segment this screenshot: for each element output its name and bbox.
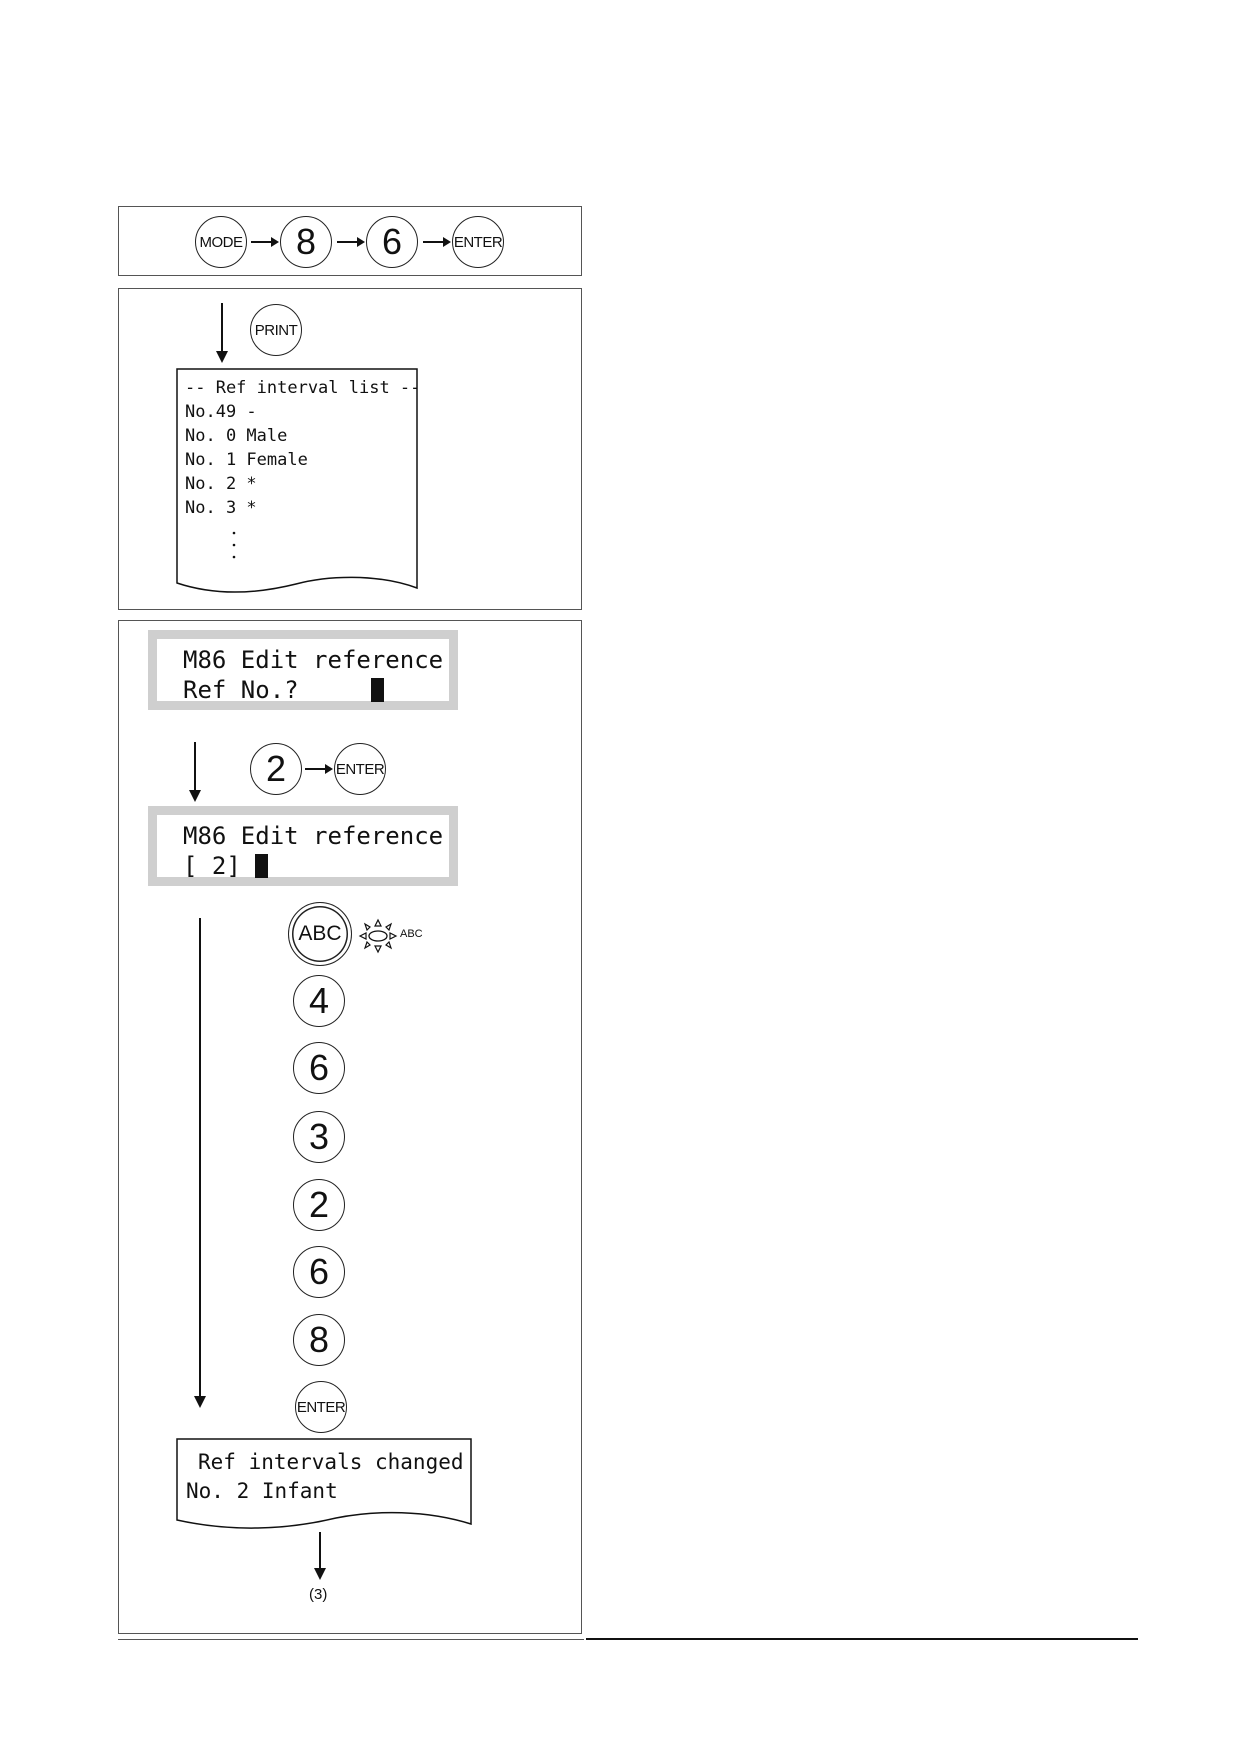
lcd-line: Ref No.? (183, 676, 299, 704)
printout-line: -- Ref interval list -- (185, 378, 421, 398)
mode-key[interactable]: MODE (195, 216, 247, 268)
lcd-line: [ 2] (183, 852, 241, 880)
arrow-right-icon (337, 237, 365, 247)
printout-line: No. 3 * (185, 498, 257, 518)
enter-key[interactable]: ENTER (334, 743, 386, 795)
printout-result: Ref intervals changed No. 2 Infant (186, 1448, 464, 1506)
digit-2-key[interactable]: 2 (293, 1179, 345, 1231)
digit-4-key[interactable]: 4 (293, 975, 345, 1027)
abc-lamp-label: ABC (400, 928, 423, 940)
lcd-display-ref-no: M86 Edit reference Ref No.? (148, 630, 458, 710)
digit-8-key[interactable]: 8 (293, 1314, 345, 1366)
printout-line: No. 2 Infant (186, 1479, 338, 1503)
lamp-lit-icon (358, 918, 398, 954)
arrow-down-long-icon (194, 918, 206, 1408)
abc-key[interactable]: ABC (288, 902, 352, 966)
bottom-rule-right (586, 1638, 1138, 1640)
arrow-right-icon (251, 237, 279, 247)
printout-line: No.49 - (185, 402, 257, 422)
printout-paper (176, 1438, 472, 1529)
digit-6-key[interactable]: 6 (293, 1246, 345, 1298)
digit-2-key[interactable]: 2 (250, 743, 302, 795)
digit-3-key[interactable]: 3 (293, 1111, 345, 1163)
arrow-right-icon (423, 237, 451, 247)
printout-paper (176, 368, 418, 593)
printout-line: Ref intervals changed (198, 1450, 464, 1474)
digit-8-key[interactable]: 8 (280, 216, 332, 268)
lcd-cursor (255, 854, 269, 878)
lcd-display-edit-2: M86 Edit reference [ 2] (148, 806, 458, 886)
next-step-label: (3) (309, 1586, 328, 1603)
digit-6-key[interactable]: 6 (293, 1042, 345, 1094)
lcd-line: M86 Edit reference (183, 646, 444, 674)
continuation-dots (232, 531, 236, 559)
bottom-rule-left (118, 1639, 584, 1640)
printout-line: No. 0 Male (185, 426, 288, 446)
digit-6-key[interactable]: 6 (366, 216, 418, 268)
enter-key[interactable]: ENTER (295, 1381, 347, 1433)
lcd-cursor (370, 678, 384, 702)
arrow-right-icon (305, 764, 333, 774)
printout-line: No. 2 * (185, 474, 257, 494)
arrow-down-icon (216, 303, 228, 363)
lcd-line: M86 Edit reference (183, 822, 444, 850)
enter-key[interactable]: ENTER (452, 216, 504, 268)
printout-list: -- Ref interval list -- No.49 - No. 0 Ma… (185, 376, 420, 520)
print-key[interactable]: PRINT (250, 304, 302, 356)
printout-line: No. 1 Female (185, 450, 308, 470)
arrow-down-icon (189, 742, 201, 802)
arrow-down-icon (314, 1532, 326, 1580)
